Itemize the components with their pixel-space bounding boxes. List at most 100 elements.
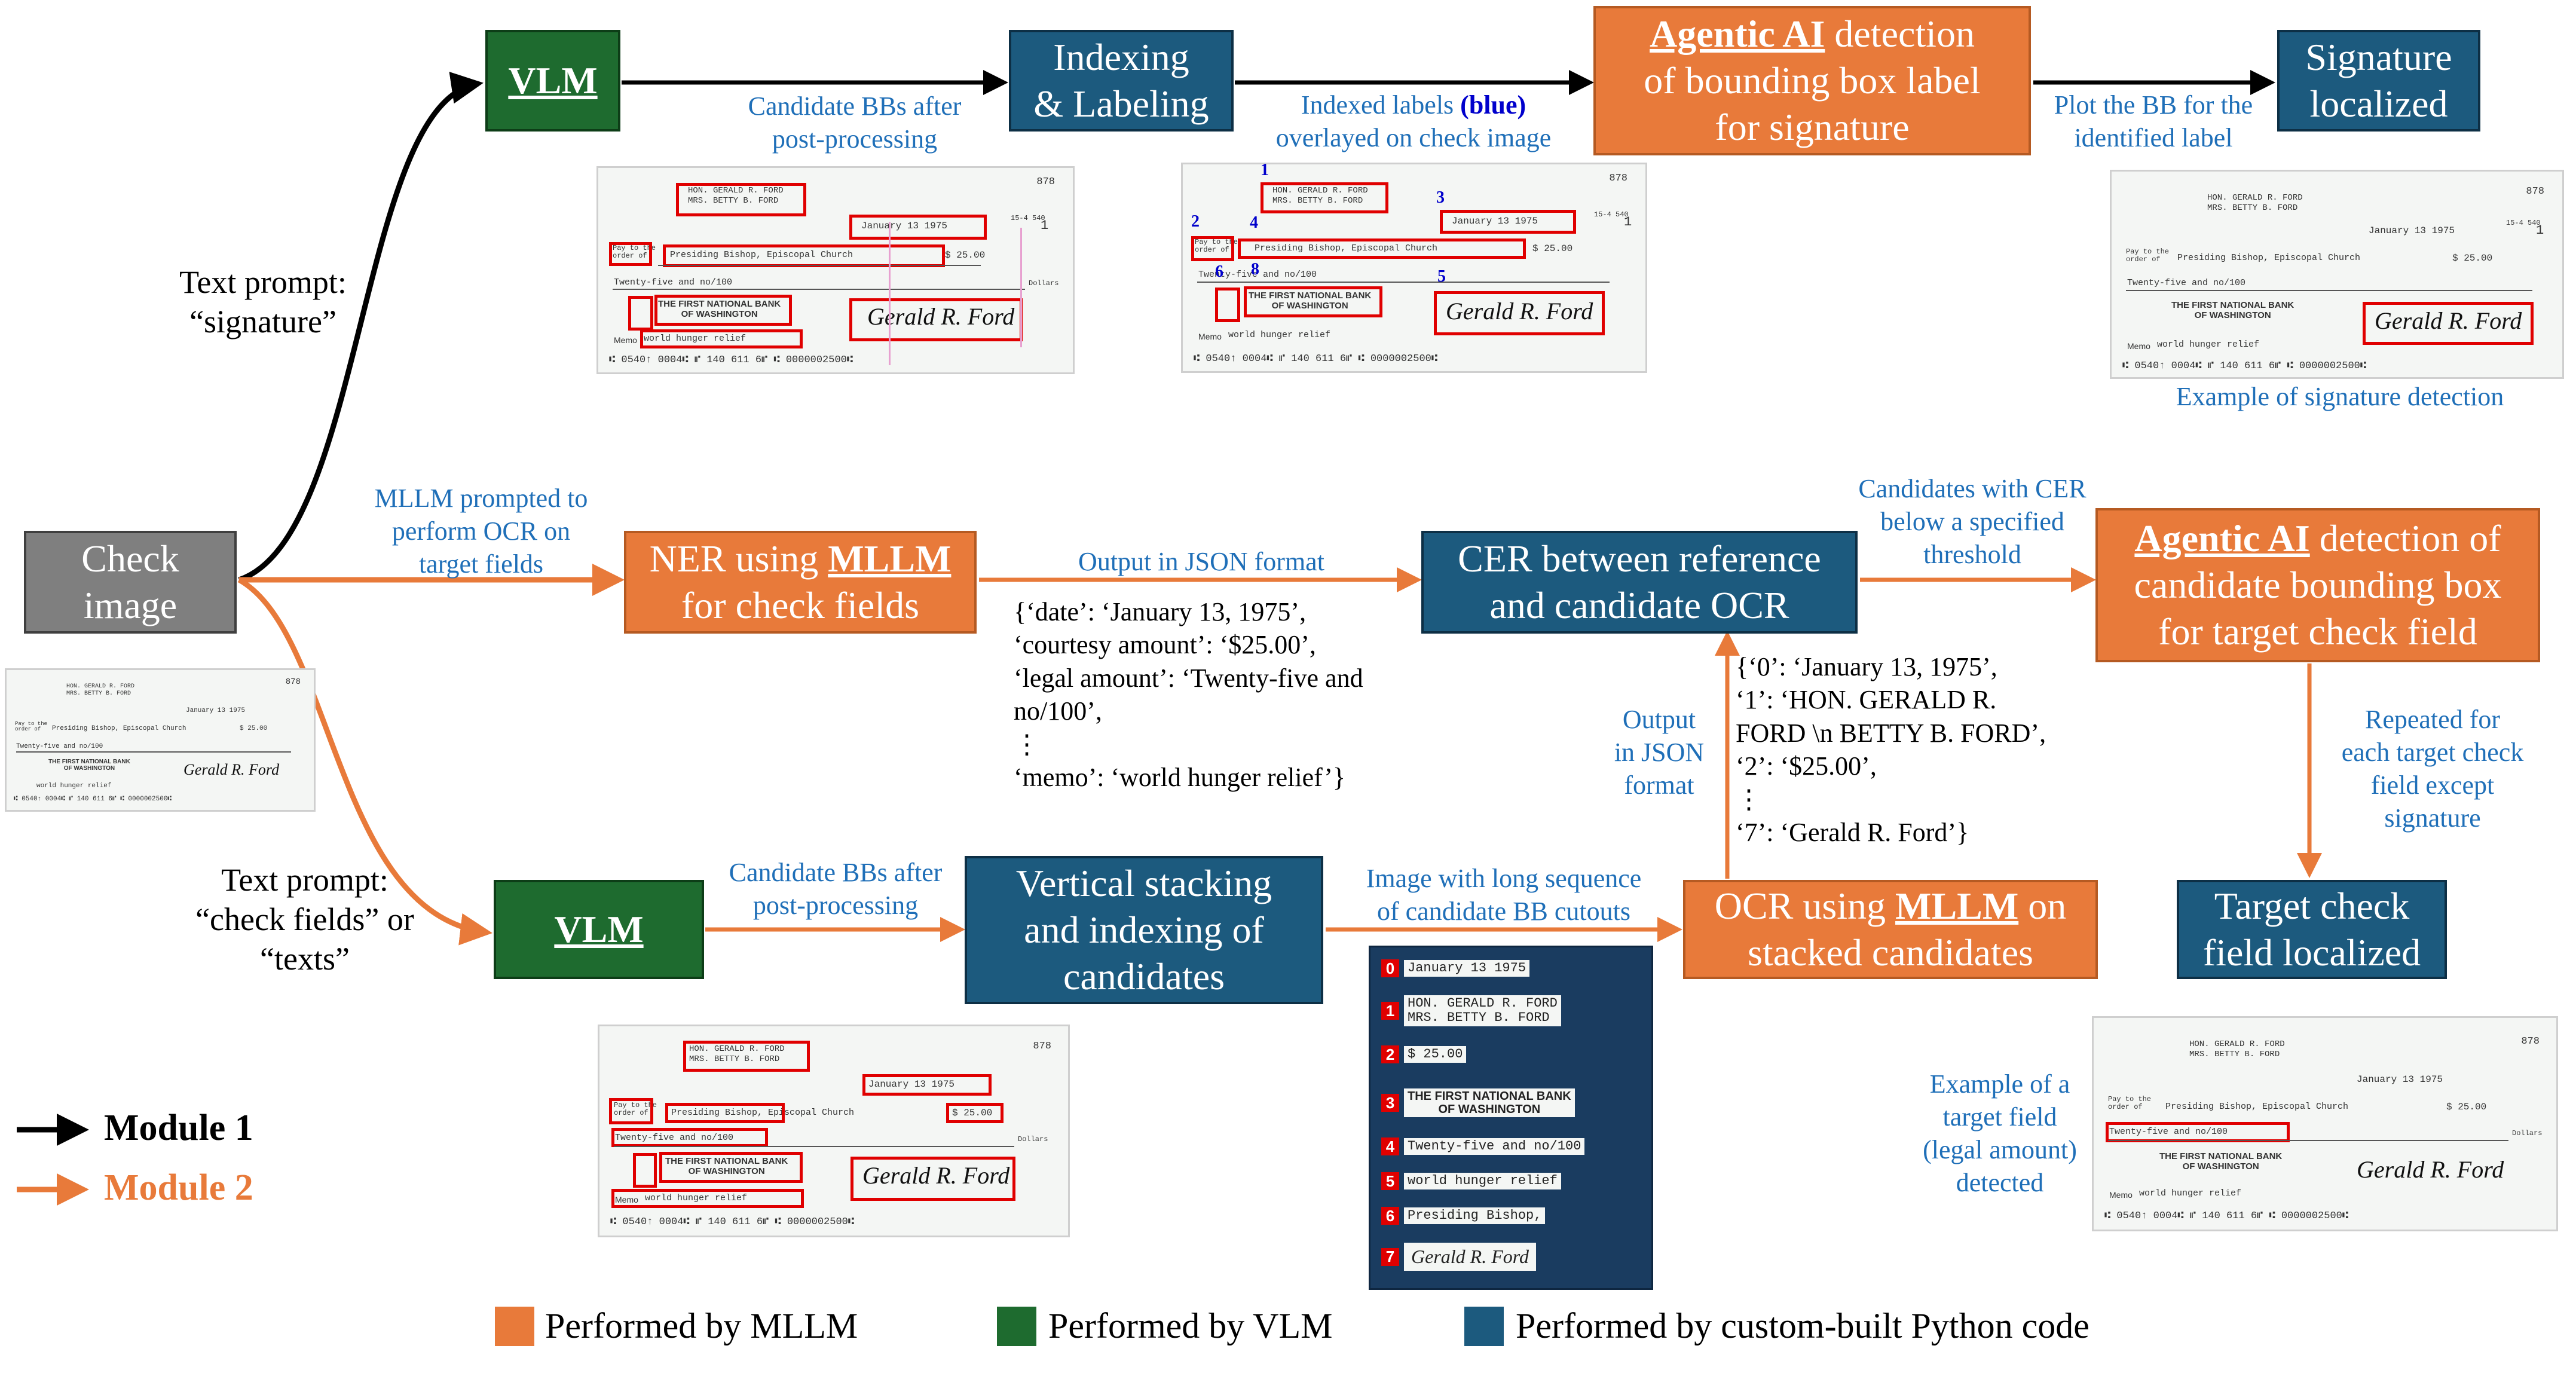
bank-line1: THE FIRST NATIONAL BANK: [48, 759, 130, 765]
ocr-mllm-node: OCR using MLLM on stacked candidates: [1683, 880, 2098, 979]
check-date: January 13 1975: [868, 1079, 955, 1090]
index-label: 3: [1436, 188, 1445, 207]
legend-module1: Module 1: [104, 1108, 253, 1148]
check-line: [614, 1146, 1014, 1147]
check-line: [2108, 1140, 2508, 1141]
bbox: [609, 242, 652, 266]
prompt-signature: Text prompt: “signature”: [179, 264, 347, 340]
check-line: [658, 265, 981, 266]
payer-line2: MRS. BETTY B. FORD: [2189, 1049, 2280, 1059]
pay-to: Pay to the order of: [2126, 247, 2170, 264]
micr: ⑆ 0540↑ 0004⑆ ⑈ 140 611 6⑈ ⑆ 0000002500⑆: [610, 1216, 855, 1228]
bank-line1: THE FIRST NATIONAL BANK: [2171, 300, 2294, 310]
cer-label: CER between reference and candidate OCR: [1458, 537, 1821, 626]
index-label: 5: [1437, 267, 1446, 286]
payer-line1: HON. GERALD R. FORD: [688, 186, 784, 195]
payee: Presiding Bishop, Episcopal Church: [2165, 1102, 2349, 1112]
json-ner-output: {‘date’: ‘January 13, 1975’, ‘courtesy a…: [1014, 597, 1363, 793]
signature-localized-node: Signature localized: [2277, 30, 2480, 132]
vlm-top-node: VLM: [485, 30, 620, 132]
bank-line1: THE FIRST NATIONAL BANK: [2159, 1151, 2283, 1161]
memo: world hunger relief: [644, 334, 747, 344]
payee: Presiding Bishop, Episcopal Church: [670, 250, 853, 260]
vlm-bottom-label: VLM: [554, 907, 644, 950]
check-image-node: Check image: [24, 531, 237, 634]
stack-cutout: Twenty-five and no/100: [1404, 1137, 1585, 1155]
check-number: 878: [285, 677, 301, 687]
edge-label-indexed: Indexed labels (blue) overlayed on check…: [1237, 88, 1590, 154]
edge-label-output-json: Output in JSON format: [1078, 547, 1324, 576]
edge-label-mllm-prompted: MLLM prompted to perform OCR on target f…: [374, 484, 588, 579]
index-label: 2: [1191, 212, 1200, 231]
legend-swatch-vlm: [997, 1307, 1036, 1346]
memo: world hunger relief: [645, 1193, 748, 1203]
legend-vlm: Performed by VLM: [1048, 1306, 1333, 1346]
bbox: [1215, 288, 1240, 322]
ocr-prefix: OCR using: [1714, 884, 1896, 927]
payer-line1: HON. GERALD R. FORD: [2207, 193, 2303, 203]
stack-cutout: world hunger relief: [1404, 1172, 1561, 1190]
stack-index: 3: [1381, 1094, 1399, 1112]
digit-one: 1: [2536, 223, 2544, 238]
bbox: [849, 215, 987, 240]
arrow-check-to-vlm-bottom: [237, 577, 492, 946]
payer-line2: MRS. BETTY B. FORD: [66, 690, 131, 697]
check-date: January 13 1975: [2357, 1074, 2443, 1085]
stamp-trace: [1020, 228, 1022, 347]
payee: Presiding Bishop, Episcopal Church: [671, 1108, 855, 1118]
prompt-check-fields: Text prompt: “check fields” or “texts”: [195, 862, 414, 977]
agentic-field-rest: detection of candidate bounding box for …: [2134, 516, 2502, 653]
bank-line2: OF WASHINGTON: [2194, 310, 2271, 320]
memo: world hunger relief: [2139, 1188, 2242, 1198]
stack-item: 2$ 25.00: [1381, 1045, 1467, 1063]
bank-line2: OF WASHINGTON: [688, 1166, 765, 1176]
stack-item: 3 THE FIRST NATIONAL BANK OF WASHINGTON: [1381, 1088, 1575, 1117]
payer-line2: MRS. BETTY B. FORD: [2207, 203, 2298, 213]
edge-label-candidate-bbs-top: Candidate BBs after post-processing: [748, 91, 962, 154]
bbox: [663, 244, 945, 267]
agentic-field-label: Agentic AI detection of candidate boundi…: [2134, 515, 2502, 655]
memo-label: Memo: [615, 1195, 638, 1204]
agentic-signature-label: Agentic AI detection of bounding box lab…: [1644, 11, 1980, 151]
routing: 15-4 540: [1011, 214, 1045, 222]
target-localized-label: Target check field localized: [2202, 884, 2421, 974]
bbox-legal-amount: [2106, 1122, 2290, 1142]
stack-cutout: THE FIRST NATIONAL BANK OF WASHINGTON: [1404, 1088, 1575, 1117]
memo-label: Memo: [1198, 332, 1222, 341]
memo: world hunger relief: [1228, 330, 1331, 340]
bbox: [862, 1074, 992, 1096]
ner-label: NER using MLLM for check fields: [650, 536, 952, 629]
micr: ⑆ 0540↑ 0004⑆ ⑈ 140 611 6⑈ ⑆ 0000002500⑆: [14, 796, 172, 803]
stack-index: 2: [1381, 1045, 1399, 1063]
stack-cutout: January 13 1975: [1404, 959, 1530, 977]
bbox: [676, 183, 806, 216]
cer-node: CER between reference and candidate OCR: [1421, 531, 1858, 634]
json-ocr-output: {‘0’: ‘January 13, 1975’, ‘1’: ‘HON. GER…: [1736, 652, 2046, 848]
legal: Twenty-five and no/100: [615, 1133, 734, 1143]
amount: $ 25.00: [1532, 243, 1573, 254]
target-localized-node: Target check field localized: [2177, 880, 2447, 979]
check-date: January 13 1975: [186, 707, 246, 714]
bbox: [946, 1103, 1004, 1123]
vertical-stacking-node: Vertical stacking and indexing of candid…: [965, 856, 1323, 1004]
signature-text: Gerald R. Ford: [2375, 307, 2522, 334]
edge-label-plot-bb: Plot the BB for the identified label: [2054, 90, 2253, 152]
signature-localized-label: Signature localized: [2305, 35, 2452, 125]
payer-line1: HON. GERALD R. FORD: [1272, 186, 1368, 195]
amount: $ 25.00: [945, 250, 986, 261]
amount: $ 25.00: [240, 725, 268, 732]
bbox: [611, 1128, 768, 1147]
routing: 15-4 540: [1594, 210, 1629, 219]
vlm-top-label: VLM: [508, 59, 598, 102]
legal: Twenty-five and no/100: [1198, 270, 1317, 280]
ner-prefix: NER using: [649, 537, 828, 580]
agentic-signature-node: Agentic AI detection of bounding box lab…: [1593, 6, 2031, 155]
dollars: Dollars: [1029, 279, 1059, 288]
bank-line1: THE FIRST NATIONAL BANK: [658, 299, 781, 309]
